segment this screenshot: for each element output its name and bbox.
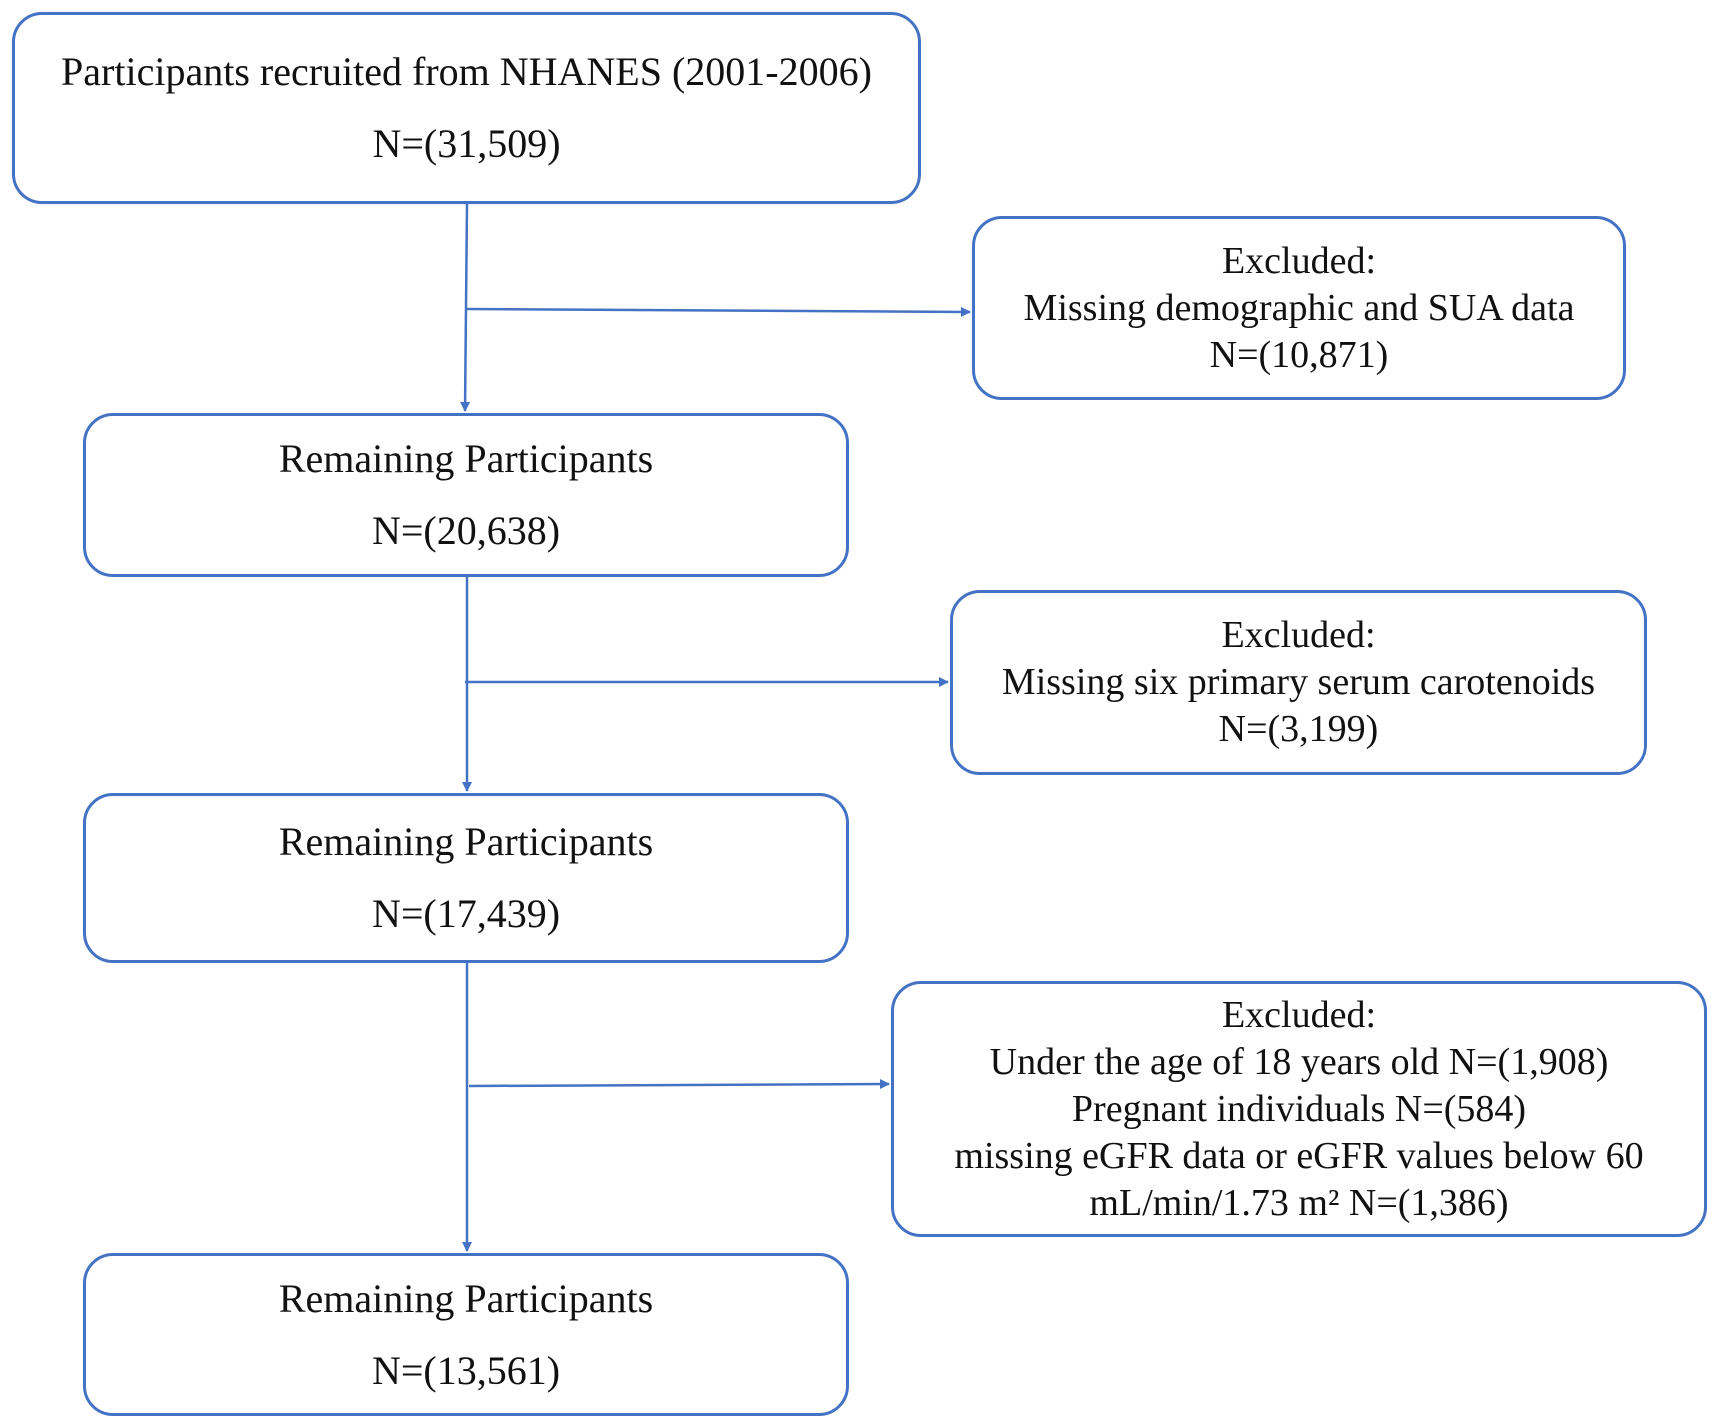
remaining-2-title: Remaining Participants xyxy=(278,819,654,864)
excluded-box-2: Excluded: Missing six primary serum caro… xyxy=(950,590,1647,775)
arrow-recruited-to-remaining-1 xyxy=(460,203,471,412)
remaining-3-title: Remaining Participants xyxy=(278,1275,654,1321)
remaining-participants-box-2: Remaining Participants N=(17,439) xyxy=(83,793,849,963)
recruited-participants-box: Participants recruited from NHANES (2001… xyxy=(12,12,921,204)
excluded-2-count: N=(3,199) xyxy=(1218,708,1379,750)
excluded-3-heading: Excluded: xyxy=(1221,993,1377,1036)
excluded-3-egfr-count: mL/min/1.73 m² N=(1,386) xyxy=(1089,1181,1509,1224)
remaining-participants-box-3: Remaining Participants N=(13,561) xyxy=(83,1253,849,1416)
excluded-3-pregnant: Pregnant individuals N=(584) xyxy=(1071,1087,1527,1130)
excluded-2-reason: Missing six primary serum carotenoids xyxy=(1001,661,1596,703)
excluded-1-heading: Excluded: xyxy=(1221,239,1377,282)
excluded-1-count: N=(10,871) xyxy=(1209,333,1389,376)
remaining-2-count: N=(17,439) xyxy=(371,891,561,936)
excluded-2-heading: Excluded: xyxy=(1221,614,1376,656)
remaining-1-title: Remaining Participants xyxy=(278,436,654,481)
remaining-1-count: N=(20,638) xyxy=(371,508,561,553)
excluded-box-1: Excluded: Missing demographic and SUA da… xyxy=(972,216,1626,400)
excluded-3-egfr: missing eGFR data or eGFR values below 6… xyxy=(954,1134,1644,1177)
recruited-count: N=(31,509) xyxy=(372,121,561,166)
excluded-1-reason: Missing demographic and SUA data xyxy=(1023,286,1575,329)
excluded-box-3: Excluded: Under the age of 18 years old … xyxy=(891,981,1707,1237)
recruited-title: Participants recruited from NHANES (2001… xyxy=(61,49,872,94)
arrow-to-excluded-3 xyxy=(468,1079,890,1090)
excluded-3-age: Under the age of 18 years old N=(1,908) xyxy=(989,1040,1609,1083)
remaining-3-count: N=(13,561) xyxy=(371,1347,561,1393)
arrow-to-excluded-1 xyxy=(466,306,971,317)
remaining-participants-box-1: Remaining Participants N=(20,638) xyxy=(83,413,849,577)
